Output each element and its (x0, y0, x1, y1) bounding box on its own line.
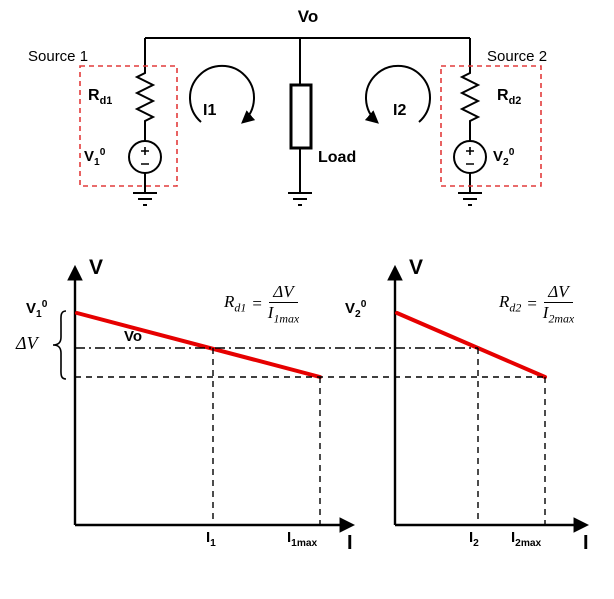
rd1-formula-lhs: Rd1 (224, 293, 246, 314)
rd1-formula-sub: d1 (234, 300, 247, 315)
ground-symbol-source1 (133, 192, 157, 206)
rd2-formula-base: R (499, 292, 510, 312)
rd2-den-base: I (542, 302, 549, 322)
current-loop-i1-arrow (189, 64, 256, 124)
rd2-formula-lhs: Rd2 (499, 293, 521, 314)
right-v0-sub: 2 (355, 309, 361, 320)
rd1-den-base: I (267, 302, 274, 322)
v1-base: V (84, 148, 95, 165)
v2-base: V (493, 148, 504, 165)
rd2-label: Rd2 (497, 87, 521, 108)
right-v0-base: V (345, 300, 356, 317)
left-droop-line (75, 311, 322, 379)
left-i1-tick-label: I1 (206, 529, 216, 549)
ground-symbol-load (288, 192, 312, 206)
current-loop-i2-arrow (364, 64, 431, 124)
rd2-base: R (497, 87, 509, 104)
left-v0-sup: 0 (41, 299, 48, 310)
rd2-formula-equals: = (526, 293, 538, 313)
left-i1max-sub: 1max (291, 538, 318, 549)
source-1-polarity-marks (141, 147, 149, 165)
source2-boundary-box (440, 65, 542, 187)
load-label: Load (318, 149, 357, 166)
left-i1-base: I (206, 529, 211, 546)
source1-boundary-box (79, 65, 178, 187)
i1-loop-label: I1 (203, 102, 217, 119)
rd1-formula-fraction: ΔV I1max (268, 283, 299, 325)
right-graph-axes (387, 264, 590, 533)
right-i2max-base: I (511, 529, 516, 546)
delta-v-label: ΔV (16, 333, 38, 353)
rd2-sub: d2 (508, 95, 522, 108)
left-v0-label: V10 (26, 299, 47, 320)
rd1-formula: Rd1 = ΔV I1max (224, 283, 299, 325)
rd2-formula-numerator: ΔV (544, 283, 573, 303)
right-droop-line (395, 311, 547, 379)
left-v-axis-label: V (89, 256, 104, 279)
rd2-formula-fraction: ΔV I2max (543, 283, 574, 325)
rd1-formula-base: R (224, 292, 235, 312)
i2-loop-label: I2 (393, 102, 407, 119)
rd2-formula-denominator: I2max (543, 303, 574, 325)
rd1-label: Rd1 (88, 87, 112, 108)
rd2-formula: Rd2 = ΔV I2max (499, 283, 574, 325)
rd1-formula-denominator: I1max (268, 303, 299, 325)
rd1-den-sub: 1max (273, 311, 300, 326)
right-i2-tick-label: I2 (469, 529, 479, 549)
left-i1max-base: I (287, 529, 292, 546)
right-v0-sup: 0 (360, 299, 367, 310)
right-i-axis-label: I (583, 532, 589, 554)
source2-title: Source 2 (487, 48, 548, 65)
left-v0-base: V (26, 300, 37, 317)
source-2-polarity-marks (466, 147, 474, 165)
left-i1-sub: 1 (210, 538, 216, 549)
v2-sub: 2 (503, 157, 509, 168)
source1-title: Source 1 (28, 48, 89, 65)
vo-node-label: Vo (297, 7, 319, 26)
resistor-rd2 (459, 70, 481, 126)
right-v0-label: V20 (345, 299, 366, 320)
voltage-source-2-symbol (453, 140, 487, 174)
right-v-axis-label: V (409, 256, 424, 279)
left-vo-label: Vo (124, 328, 143, 345)
rd1-formula-numerator: ΔV (269, 283, 298, 303)
left-v0-sub: 1 (36, 309, 42, 320)
rd2-formula-sub: d2 (509, 300, 522, 315)
v2-sup: 0 (508, 147, 515, 158)
delta-v-brace (52, 310, 67, 380)
voltage-source-1-symbol (128, 140, 162, 174)
v1-sup: 0 (99, 147, 106, 158)
right-i2max-tick-label: I2max (511, 529, 542, 549)
v1-sub: 1 (94, 157, 100, 168)
ground-symbol-source2 (458, 192, 482, 206)
circuit-wires (144, 37, 471, 193)
v1-source-label: V10 (84, 147, 105, 168)
left-i1max-tick-label: I1max (287, 529, 318, 549)
rd1-formula-equals: = (251, 293, 263, 313)
v2-source-label: V20 (493, 147, 514, 168)
right-i2-sub: 2 (473, 538, 479, 549)
left-i-axis-label: I (347, 532, 353, 554)
load-symbol (289, 83, 313, 150)
rd1-sub: d1 (99, 95, 113, 108)
right-i2-base: I (469, 529, 474, 546)
rd2-den-sub: 2max (548, 311, 575, 326)
rd1-base: R (88, 87, 100, 104)
resistor-rd1 (134, 70, 156, 126)
right-i2max-sub: 2max (515, 538, 542, 549)
